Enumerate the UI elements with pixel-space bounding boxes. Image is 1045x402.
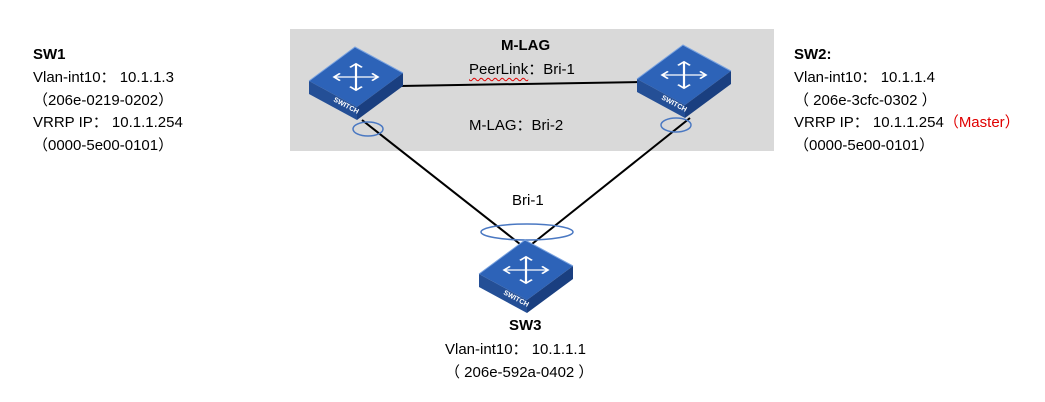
sw3-mac: （ 206e-592a-0402 ）: [445, 364, 594, 381]
mlag-link-label: M-LAG：Bri-2: [469, 117, 564, 134]
sw1-name: SW1: [33, 46, 66, 63]
peerlink-line: [399, 81, 641, 87]
sw3-name: SW3: [509, 317, 542, 334]
switch-sw3-icon: SWITCH: [478, 239, 574, 313]
sw2-mac: （ 206e-3cfc-0302 ）: [794, 92, 937, 109]
bri1-label: Bri-1: [512, 192, 544, 209]
sw1-vrrp: VRRP IP： 10.1.1.254: [33, 114, 183, 131]
sw2-name: SW2:: [794, 46, 832, 63]
sw2-vlan: Vlan-int10： 10.1.1.4: [794, 69, 935, 86]
mlag-title: M-LAG: [501, 37, 551, 54]
peerlink-label: PeerLink：Bri-1: [469, 60, 575, 79]
link-sw1-sw3: [361, 119, 526, 249]
peerlink-prefix: PeerLink: [469, 61, 529, 78]
sw2-vrrp-line: VRRP IP： 10.1.1.254（Master）: [794, 113, 1020, 132]
bundle-ring-sw2: [660, 117, 692, 133]
sw1-vlan: Vlan-int10： 10.1.1.3: [33, 69, 174, 86]
sw2-vrrp: VRRP IP： 10.1.1.254: [794, 114, 944, 131]
switch-sw2-icon: SWITCH: [636, 44, 732, 118]
bundle-ring-sw1: [352, 121, 384, 137]
switch-sw1-icon: SWITCH: [308, 46, 404, 120]
bundle-ring-sw3: [480, 223, 574, 241]
sw3-vlan: Vlan-int10： 10.1.1.1: [445, 341, 586, 358]
sw1-vrrp-mac: （0000-5e00-0101）: [33, 137, 174, 154]
sw2-vrrp-mac: （0000-5e00-0101）: [794, 137, 935, 154]
sw2-master-role: （Master）: [943, 114, 1020, 131]
peerlink-value: ：Bri-1: [528, 61, 575, 78]
sw1-mac: （206e-0219-0202）: [33, 92, 174, 109]
link-sw2-sw3: [526, 117, 691, 249]
